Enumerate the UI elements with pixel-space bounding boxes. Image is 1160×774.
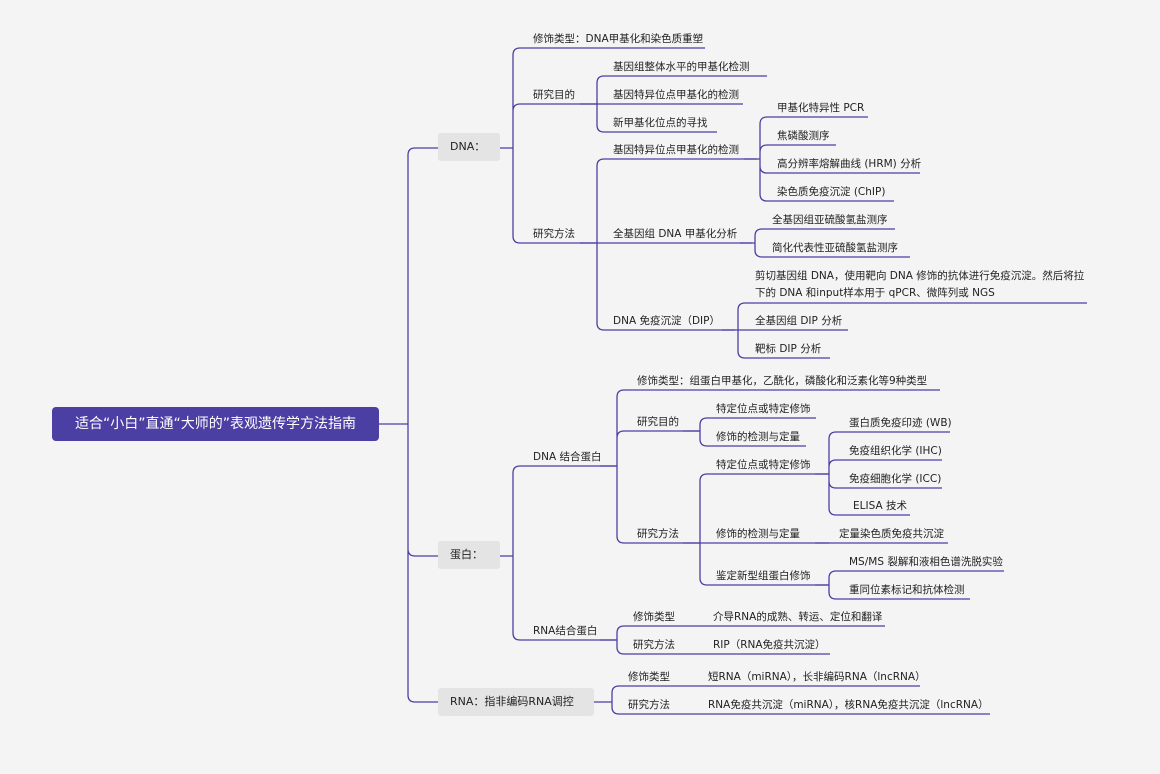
dna-purpose-item: 基因组整体水平的甲基化检测 <box>613 61 750 73</box>
dna-purpose-item: 新甲基化位点的寻找 <box>613 117 708 129</box>
protein-site-item: 免疫细胞化学 (ICC) <box>849 473 942 485</box>
branch-protein[interactable]: 蛋白： <box>438 541 500 569</box>
rna-method-value: RNA免疫共沉淀（miRNA），核RNA免疫共沉淀（lncRNA） <box>708 699 989 711</box>
dna-dip-label: DNA 免疫沉淀（DIP） <box>613 315 720 327</box>
rna-method-label: 研究方法 <box>628 699 670 711</box>
dna-dip-item: 靶标 DIP 分析 <box>755 343 822 355</box>
dna-methods-label: 研究方法 <box>533 228 575 240</box>
branch-rna[interactable]: RNA：指非编码RNA调控 <box>438 688 594 716</box>
dna-genome-item: 全基因组亚硫酸氢盐测序 <box>772 214 888 226</box>
dna-site-label: 基因特异位点甲基化的检测 <box>613 144 739 156</box>
dna-purpose-label: 研究目的 <box>533 89 575 101</box>
dna-mod-type: 修饰类型：DNA甲基化和染色质重塑 <box>533 33 704 45</box>
rna-binding-mod-value: 介导RNA的成熟、转运、定位和翻译 <box>713 611 883 623</box>
protein-quant-label: 修饰的检测与定量 <box>716 528 800 540</box>
dna-binding-purpose-label: 研究目的 <box>637 416 679 428</box>
protein-novel-item: MS/MS 裂解和液相色谱洗脱实验 <box>849 556 1003 568</box>
rna-binding-method-value: RIP（RNA免疫共沉淀） <box>713 639 826 651</box>
dna-dip-item: 全基因组 DIP 分析 <box>755 315 843 327</box>
protein-novel-item: 重同位素标记和抗体检测 <box>849 584 965 596</box>
dna-purpose-item: 基因特异位点甲基化的检测 <box>613 89 739 101</box>
protein-site-item: 蛋白质免疫印迹 (WB) <box>849 417 952 429</box>
rna-binding-mod-label: 修饰类型 <box>633 611 675 623</box>
dna-dip-description: 剪切基因组 DNA，使用靶向 DNA 修饰的抗体进行免疫沉淀。然后将拉下的 DN… <box>755 270 1085 299</box>
branch-dna[interactable]: DNA： <box>438 133 500 161</box>
rna-binding-label: RNA结合蛋白 <box>533 625 598 637</box>
dna-site-item: 高分辨率熔解曲线 (HRM) 分析 <box>777 158 922 170</box>
dna-binding-methods-label: 研究方法 <box>637 528 679 540</box>
protein-site-label: 特定位点或特定修饰 <box>716 459 811 471</box>
protein-novel-label: 鉴定新型组蛋白修饰 <box>716 570 811 582</box>
rna-mod-value: 短RNA（miRNA），长非编码RNA（lncRNA） <box>708 671 926 683</box>
rna-binding-method-label: 研究方法 <box>633 639 675 651</box>
protein-site-item: ELISA 技术 <box>853 500 907 512</box>
dna-site-item: 焦磷酸测序 <box>777 130 830 142</box>
dna-binding-purpose-item: 修饰的检测与定量 <box>716 431 800 443</box>
dna-site-item: 甲基化特异性 PCR <box>777 102 865 114</box>
rna-mod-label: 修饰类型 <box>628 671 670 683</box>
dna-binding-mod-type: 修饰类型：组蛋白甲基化，乙酰化，磷酸化和泛素化等9种类型 <box>637 375 928 387</box>
dna-genome-label: 全基因组 DNA 甲基化分析 <box>613 228 738 240</box>
protein-quant-item: 定量染色质免疫共沉淀 <box>839 528 944 540</box>
protein-site-item: 免疫组织化学 (IHC) <box>849 445 942 457</box>
dna-binding-purpose-item: 特定位点或特定修饰 <box>716 403 811 415</box>
dna-genome-item: 简化代表性亚硫酸氢盐测序 <box>772 242 898 254</box>
dna-binding-label: DNA 结合蛋白 <box>533 451 602 463</box>
dna-site-item: 染色质免疫沉淀 (ChIP) <box>777 186 886 198</box>
root-title[interactable]: 适合“小白”直通“大师的”表观遗传学方法指南 <box>52 407 379 441</box>
